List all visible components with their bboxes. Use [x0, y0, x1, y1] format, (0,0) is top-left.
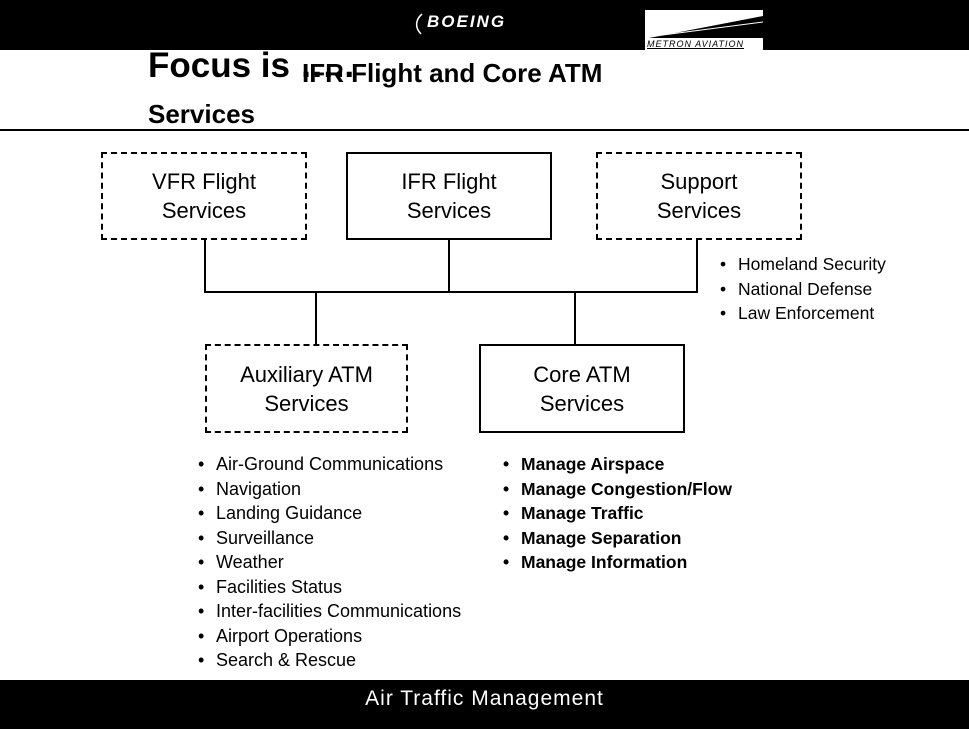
list-item: Surveillance — [198, 526, 461, 551]
connector-support — [696, 240, 698, 292]
header-bar: BOEING METRON AVIATION — [0, 0, 969, 50]
list-item: Navigation — [198, 477, 461, 502]
list-item: Air-Ground Communications — [198, 452, 461, 477]
connector-vfr — [204, 240, 206, 292]
boeing-logo-icon — [415, 13, 423, 35]
page-title-line2: Services — [148, 99, 255, 129]
metron-swoosh-icon — [649, 16, 763, 38]
list-item: Manage Traffic — [503, 501, 732, 526]
list-item: Facilities Status — [198, 575, 461, 600]
title-divider — [0, 129, 969, 131]
connector-core — [574, 291, 576, 344]
list-item: Search & Rescue — [198, 648, 461, 673]
list-item: Manage Congestion/Flow — [503, 477, 732, 502]
auxiliary-services-list: Air-Ground Communications Navigation Lan… — [198, 452, 461, 673]
connector-horizontal — [204, 291, 698, 293]
list-item: National Defense — [720, 277, 886, 302]
list-item: Law Enforcement — [720, 301, 886, 326]
connector-ifr — [448, 240, 450, 292]
list-item: Inter-facilities Communications — [198, 599, 461, 624]
support-services-list: Homeland Security National Defense Law E… — [720, 252, 886, 326]
connector-auxiliary — [315, 291, 317, 344]
list-item: Airport Operations — [198, 624, 461, 649]
list-item: Manage Airspace — [503, 452, 732, 477]
vfr-flight-services-box: VFR Flight Services — [101, 152, 307, 240]
list-item: Manage Information — [503, 550, 732, 575]
ifr-flight-services-box: IFR Flight Services — [346, 152, 552, 240]
list-item: Weather — [198, 550, 461, 575]
list-item: Manage Separation — [503, 526, 732, 551]
page-subtitle: IFR Flight and Core ATM — [302, 58, 603, 88]
core-services-list: Manage Airspace Manage Congestion/Flow M… — [503, 452, 732, 575]
page-title: Focus is ….. — [148, 46, 355, 85]
list-item: Landing Guidance — [198, 501, 461, 526]
core-atm-services-box: Core ATM Services — [479, 344, 685, 433]
auxiliary-atm-services-box: Auxiliary ATM Services — [205, 344, 408, 433]
support-services-box: Support Services — [596, 152, 802, 240]
boeing-logo: BOEING — [427, 12, 507, 31]
footer-bar: Air Traffic Management — [0, 680, 969, 729]
list-item: Homeland Security — [720, 252, 886, 277]
metron-aviation-logo: METRON AVIATION — [645, 10, 763, 50]
